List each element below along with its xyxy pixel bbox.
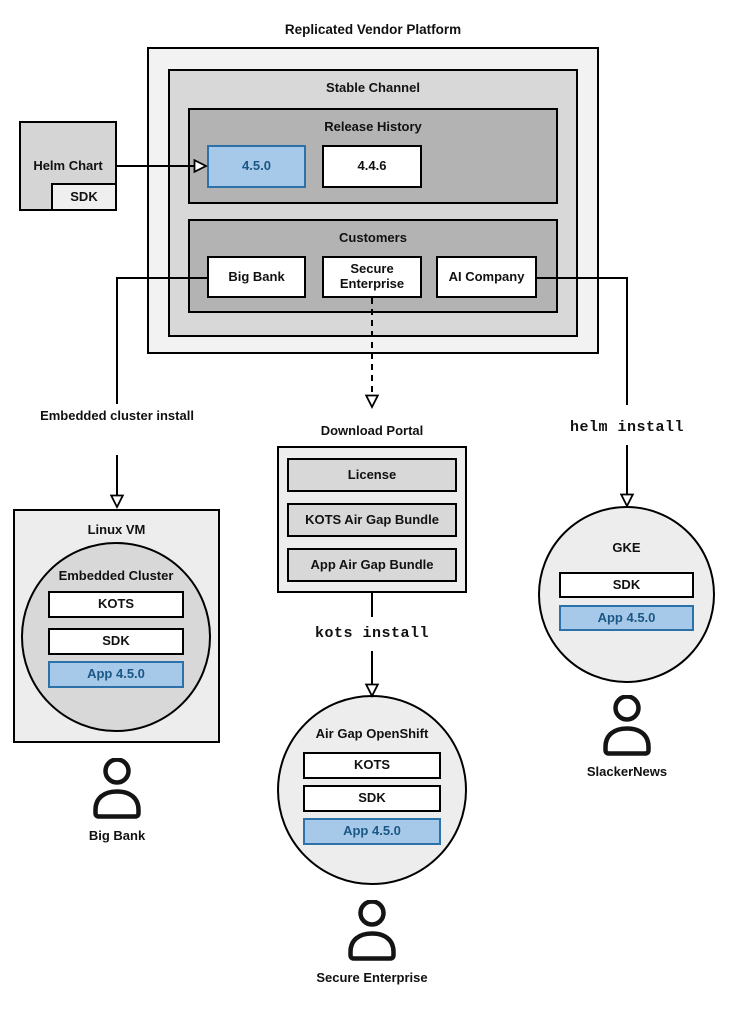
helm-install-label: helm install xyxy=(569,419,685,436)
customer-secure-enterprise-box: Secure Enterprise xyxy=(322,256,422,298)
embedded-kots-box: KOTS xyxy=(48,591,184,618)
person-head xyxy=(103,758,131,785)
gke-arrowhead xyxy=(619,493,635,508)
kots-install-label: kots install xyxy=(314,625,430,642)
helm-chart-sdk-box: SDK xyxy=(51,183,117,211)
embedded-cluster-install-label: Embedded cluster install xyxy=(40,408,194,423)
big-bank-user-label: Big Bank xyxy=(88,828,146,843)
download-portal-title: Download Portal xyxy=(320,423,424,438)
secure-enterprise-user-label: Secure Enterprise xyxy=(316,970,428,985)
openshift-sdk-box: SDK xyxy=(303,785,441,812)
person-body xyxy=(348,931,396,961)
person-head xyxy=(358,900,386,927)
download-portal-arrowhead xyxy=(364,394,380,409)
person-body xyxy=(93,789,141,819)
diagram-title: Replicated Vendor Platform xyxy=(284,22,462,37)
portal-kots-bundle-box: KOTS Air Gap Bundle xyxy=(287,503,457,537)
slackernews-person-icon xyxy=(603,695,651,756)
customers-title: Customers xyxy=(339,230,407,245)
linux-vm-title: Linux VM xyxy=(87,522,146,537)
portal-license-box: License xyxy=(287,458,457,492)
gke-title: GKE xyxy=(612,540,641,555)
release-446-box: 4.4.6 xyxy=(322,145,422,188)
customer-big-bank-box: Big Bank xyxy=(207,256,306,298)
openshift-kots-box: KOTS xyxy=(303,752,441,779)
embedded-install-arrowhead xyxy=(109,494,125,509)
portal-app-bundle-box: App Air Gap Bundle xyxy=(287,548,457,582)
person-body xyxy=(603,726,651,756)
big-bank-person-icon xyxy=(93,758,141,819)
gke-sdk-box: SDK xyxy=(559,572,694,598)
gke-app-box: App 4.5.0 xyxy=(559,605,694,631)
embedded-app-box: App 4.5.0 xyxy=(48,661,184,688)
person-head xyxy=(613,695,641,722)
air-gap-openshift-title: Air Gap OpenShift xyxy=(315,726,429,741)
secure-enterprise-person-icon xyxy=(348,900,396,961)
helm-chart-label: Helm Chart xyxy=(33,157,103,173)
stable-channel-title: Stable Channel xyxy=(326,80,420,95)
embedded-sdk-box: SDK xyxy=(48,628,184,655)
openshift-app-box: App 4.5.0 xyxy=(303,818,441,845)
embedded-cluster-title: Embedded Cluster xyxy=(58,568,174,583)
release-history-title: Release History xyxy=(324,119,422,134)
release-450-box: 4.5.0 xyxy=(207,145,306,188)
slackernews-user-label: SlackerNews xyxy=(586,764,668,779)
customer-ai-company-box: AI Company xyxy=(436,256,537,298)
